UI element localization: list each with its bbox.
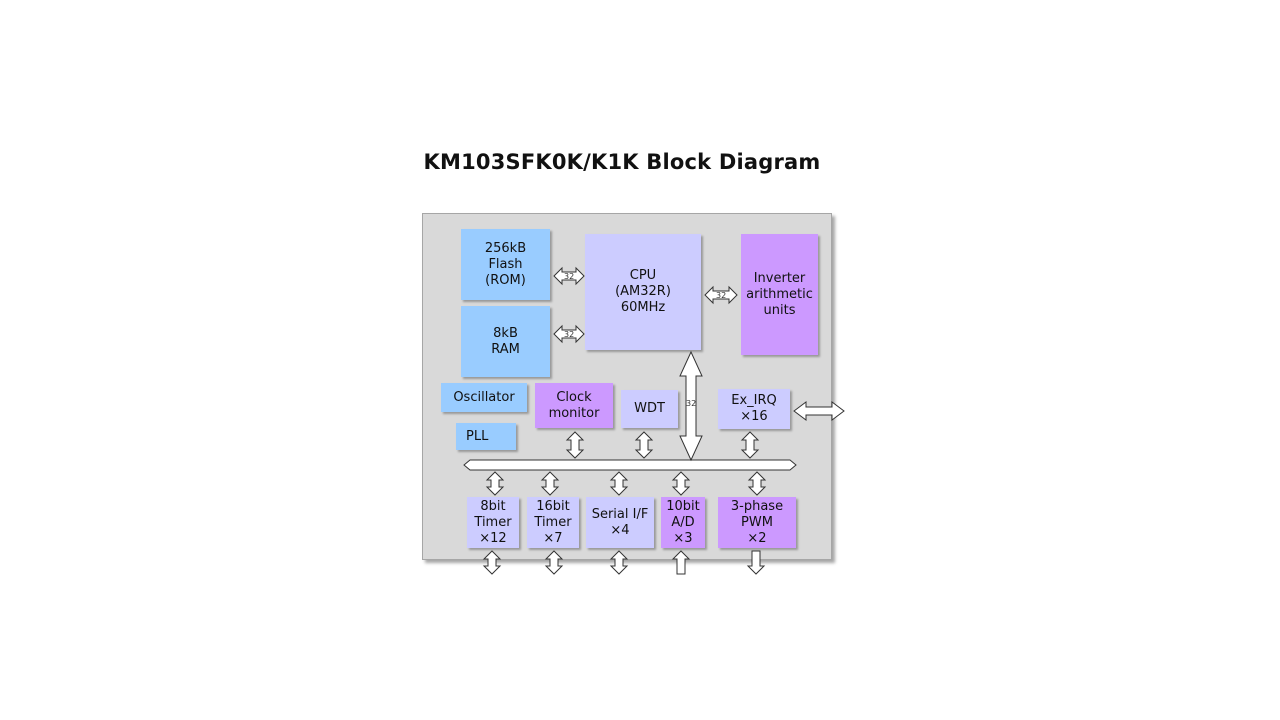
timer8-external-arrow: [482, 550, 502, 575]
internal-bus: [463, 459, 797, 471]
inverter-block: Inverter arithmetic units: [741, 234, 818, 355]
adc-input-arrow: [671, 550, 691, 575]
ex-irq-block: Ex_IRQ ×16: [718, 389, 790, 429]
serial-if-block: Serial I/F ×4: [586, 497, 654, 548]
ram-block: 8kB RAM: [461, 306, 550, 377]
cpu-inverter-arrow: [704, 285, 738, 305]
oscillator-block: Oscillator: [441, 383, 527, 412]
pwm-bus-arrow: [747, 471, 767, 496]
cpu-bus-arrow: [679, 350, 703, 462]
ram-cpu-arrow: [553, 324, 585, 344]
wdt-bus-arrow: [634, 431, 654, 459]
timer8-bus-arrow: [485, 471, 505, 496]
inverter-bus-width: 32: [716, 291, 726, 300]
pwm-output-arrow: [746, 550, 766, 575]
ex-irq-bus-arrow: [740, 431, 760, 459]
timer16-external-arrow: [544, 550, 564, 575]
cpu-bus-width: 32: [686, 399, 696, 408]
pll-block: PLL: [456, 423, 516, 450]
ram-bus-width: 32: [564, 330, 574, 339]
adc-bus-arrow: [671, 471, 691, 496]
flash-cpu-arrow: [553, 266, 585, 286]
pwm-block: 3-phase PWM ×2: [718, 497, 796, 548]
serial-external-arrow: [609, 550, 629, 575]
clock-monitor-bus-arrow: [565, 431, 585, 459]
flash-block: 256kB Flash (ROM): [461, 229, 550, 300]
serial-bus-arrow: [609, 471, 629, 496]
clock-monitor-block: Clock monitor: [535, 383, 613, 428]
diagram-title: KM103SFK0K/K1K Block Diagram: [423, 150, 821, 174]
timer16-bus-arrow: [540, 471, 560, 496]
timer8-block: 8bit Timer ×12: [467, 497, 519, 548]
cpu-block: CPU (AM32R) 60MHz: [585, 234, 701, 350]
timer16-block: 16bit Timer ×7: [527, 497, 579, 548]
flash-bus-width: 32: [564, 272, 574, 281]
wdt-block: WDT: [621, 390, 678, 428]
adc-block: 10bit A/D ×3: [661, 497, 705, 548]
ex-irq-external-arrow: [793, 401, 845, 421]
